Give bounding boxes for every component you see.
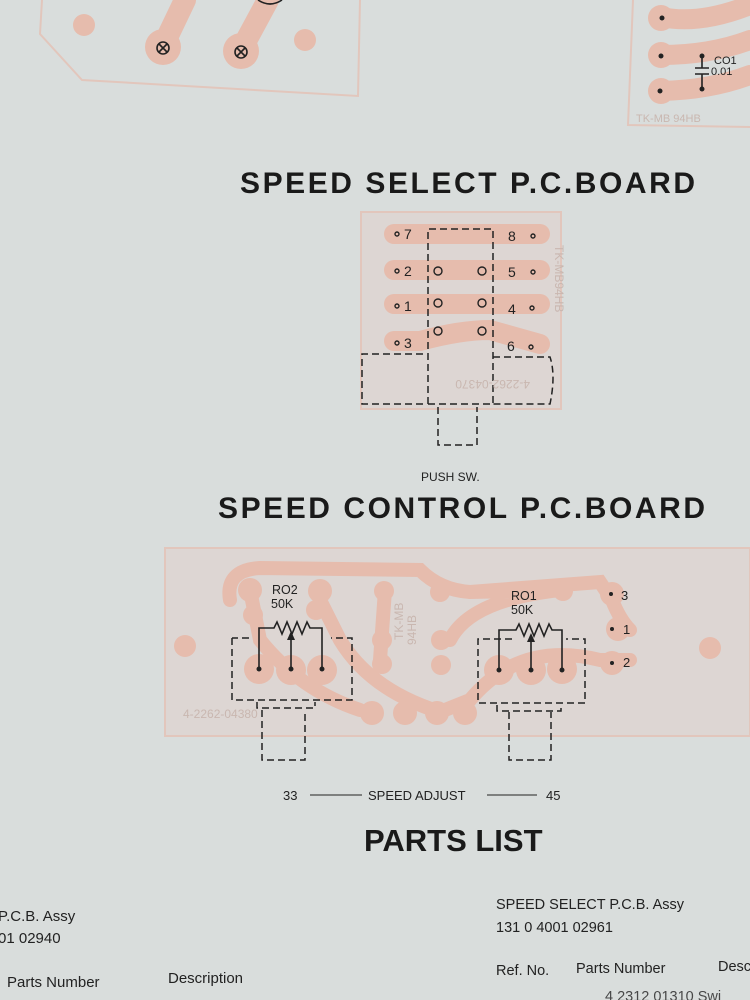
pin-label: 4 (508, 301, 516, 317)
column-header-parts-number: Parts Number (7, 974, 100, 991)
speed-select-title: SPEED SELECT P.C.BOARD (240, 167, 695, 200)
top-left-board (38, 0, 361, 98)
column-header-description: Desc (718, 959, 750, 975)
cap-value: 0.01 (711, 66, 732, 78)
pin-label: 3 (404, 335, 412, 351)
speed-adjust-caption: 33 SPEED ADJUST 45 (283, 788, 560, 803)
part-mark: 4-2262-04370 (455, 377, 530, 391)
switch-outline (361, 228, 554, 446)
potentiometer-r01-symbol (477, 621, 586, 761)
potentiometer-r02-symbol (231, 619, 353, 761)
board-mark: TK-MB 94HB (636, 113, 701, 125)
top-right-board: CO1 0.01 TK-MB 94HB (626, 0, 750, 128)
parts-row: 4 2312 01310 Swi (605, 989, 721, 1000)
screw-hole-icon (156, 41, 170, 55)
pin-label: 1 (404, 298, 412, 314)
board-mark: 94HB (405, 615, 419, 645)
r01-value: 50K (511, 603, 534, 617)
adjust-label: SPEED ADJUST (368, 788, 466, 803)
pin-label: 2 (623, 655, 630, 670)
speed-select-board: 7 2 1 3 8 5 4 6 TK-MB94HB 4-2262-04370 (360, 211, 566, 446)
pin-label: 1 (623, 622, 630, 637)
column-header-description: Description (168, 970, 243, 987)
right-assy-block: SPEED SELECT P.C.B. Assy 131 0 4001 0296… (496, 897, 750, 1000)
board-mark: TK-MB (392, 603, 406, 640)
pin-label: 5 (508, 264, 516, 280)
pin-label: 6 (507, 338, 515, 354)
pin-label: 7 (404, 226, 412, 242)
part-mark: 4-2262-04380 (183, 707, 258, 721)
speed-control-board: RO2 50K RO1 50K 3 1 2 TK-MB 94HB 4-2262-… (164, 547, 750, 761)
board-mark: TK-MB94HB (552, 245, 566, 312)
column-header-ref-no: Ref. No. (496, 963, 549, 979)
column-header-parts-number: Parts Number (576, 961, 666, 977)
capacitor-symbol (695, 53, 709, 92)
left-assy-block: P.C.B. Assy 01 02940 Parts Number Descri… (0, 908, 243, 991)
assy-number: 131 0 4001 02961 (496, 920, 613, 936)
assy-number: 01 02940 (0, 930, 61, 947)
push-switch-label: PUSH SW. (421, 470, 480, 484)
adjust-right-value: 45 (546, 788, 560, 803)
pin-label: 2 (404, 263, 412, 279)
r02-ref: RO2 (272, 583, 298, 597)
assy-name: P.C.B. Assy (0, 908, 76, 925)
pin-label: 8 (508, 228, 516, 244)
cap-ref: CO1 (714, 55, 737, 67)
assy-name: SPEED SELECT P.C.B. Assy (496, 897, 685, 913)
speed-control-title: SPEED CONTROL P.C.BOARD (218, 492, 705, 525)
parts-list-title: PARTS LIST (364, 823, 543, 858)
r01-ref: RO1 (511, 589, 537, 603)
adjust-left-value: 33 (283, 788, 297, 803)
r02-value: 50K (271, 597, 294, 611)
pin-label: 3 (621, 588, 628, 603)
screw-hole-icon (234, 45, 248, 59)
